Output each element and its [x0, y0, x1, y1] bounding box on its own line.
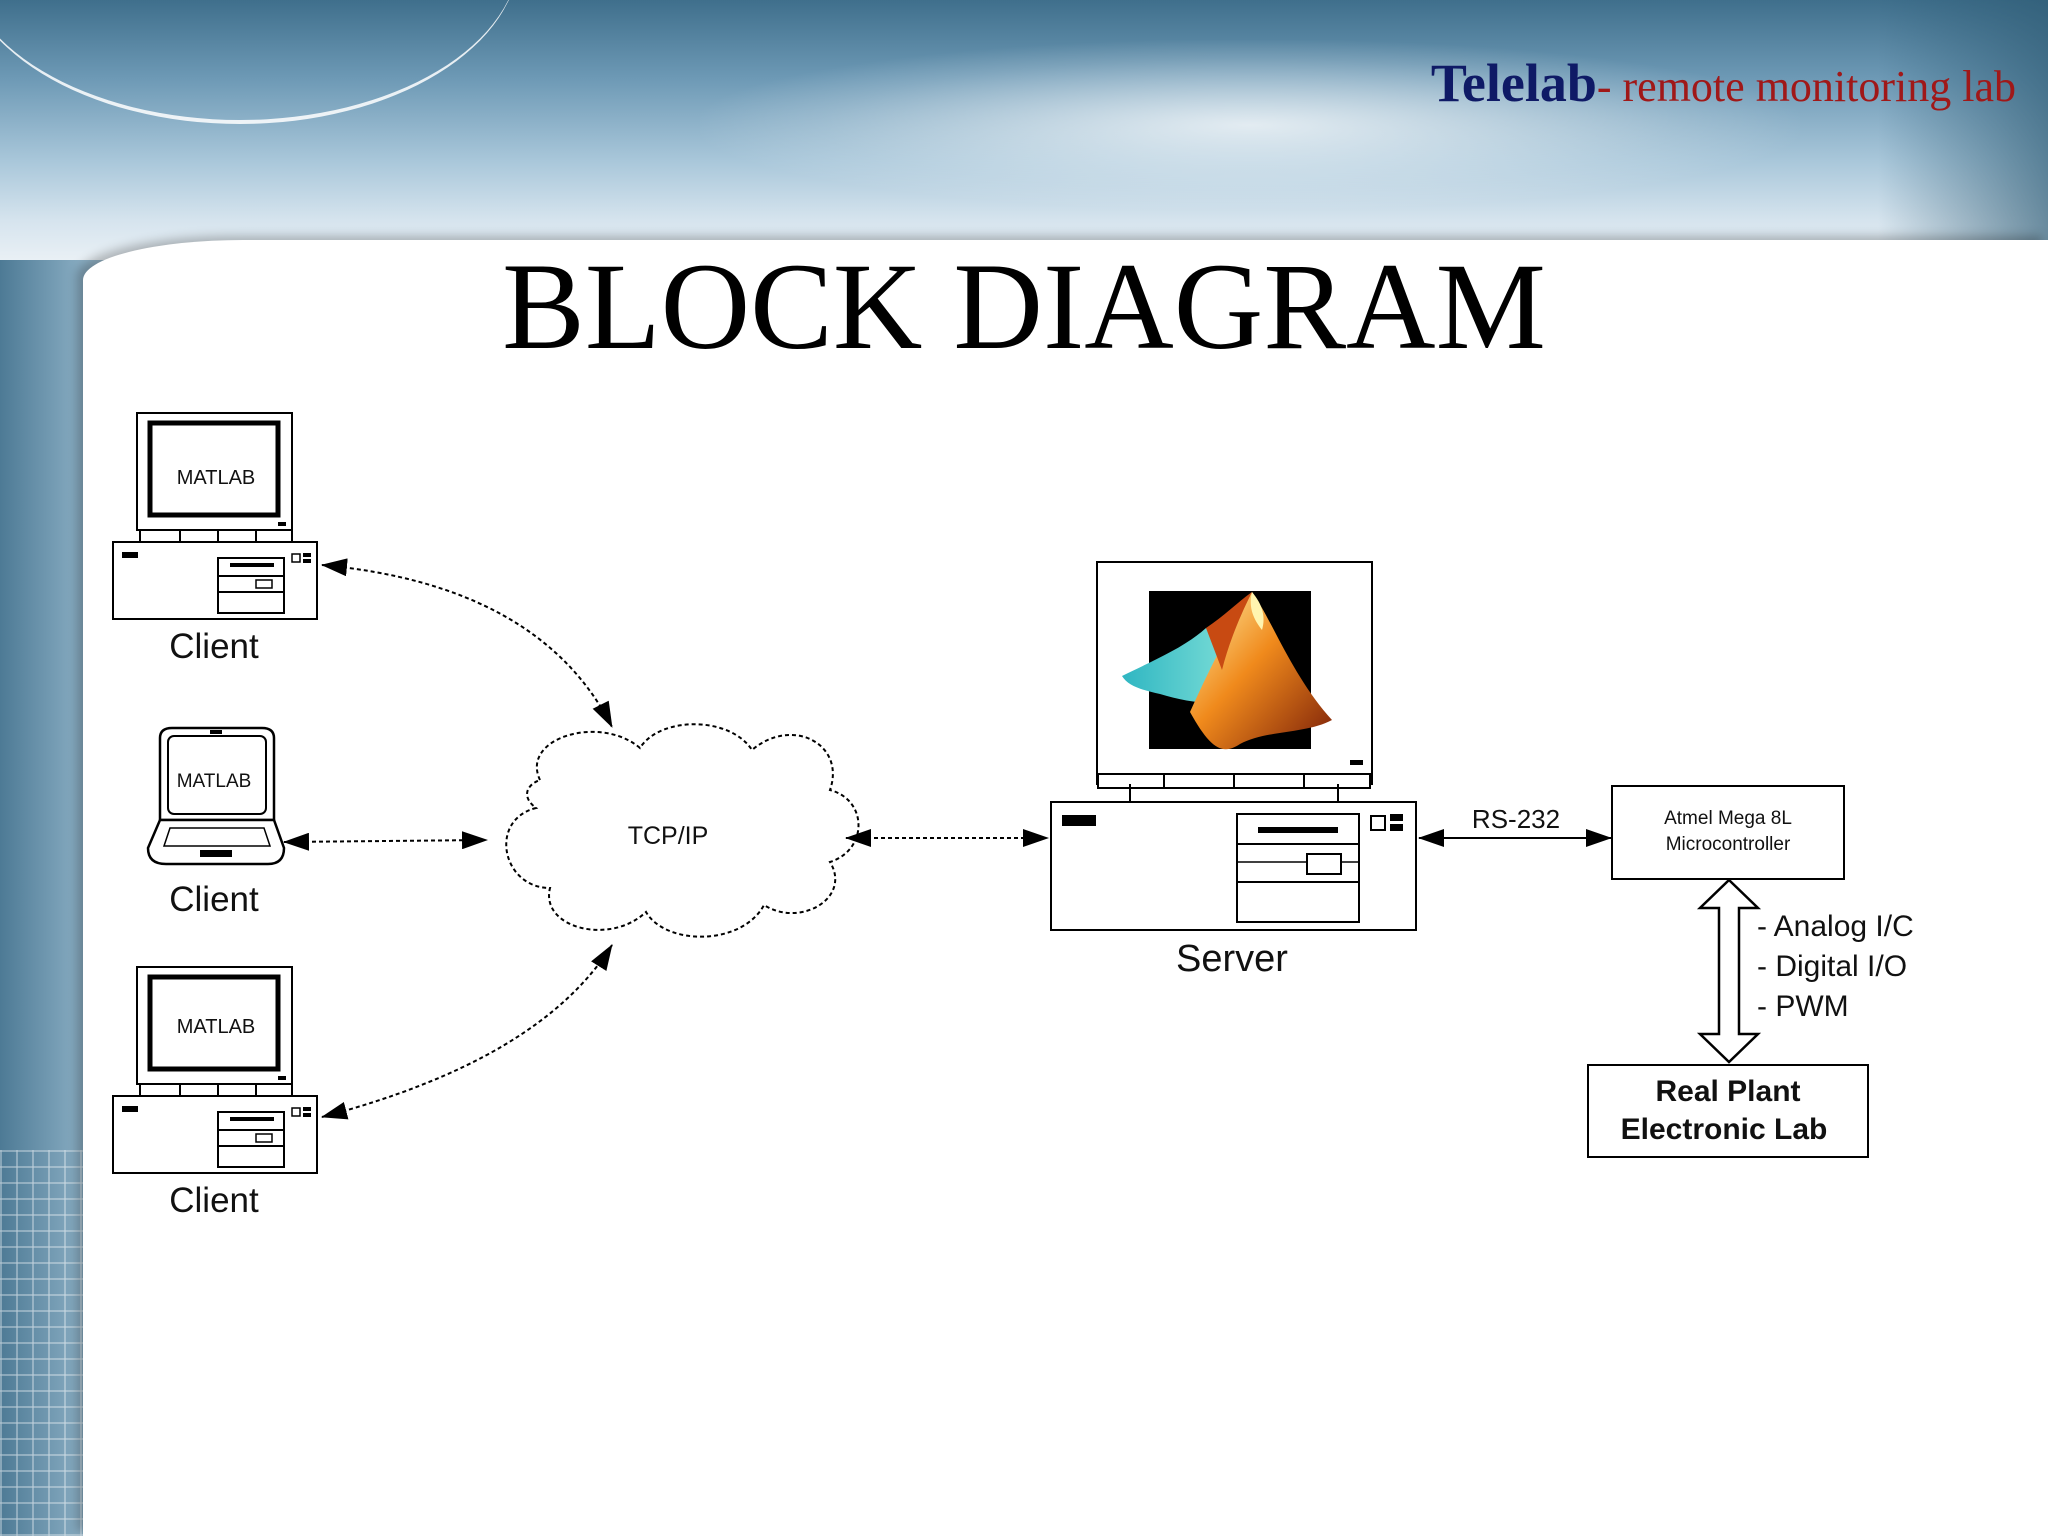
network-label: TCP/IP: [628, 822, 709, 850]
header-title: Telelab- remote monitoring lab: [1431, 52, 2016, 114]
microcontroller-line1: Atmel Mega 8L: [1664, 808, 1792, 829]
plant-box: Real Plant Electronic Lab: [1587, 1064, 1869, 1158]
client-2-laptop: MATLAB: [146, 726, 286, 866]
page-title: BLOCK DIAGRAM: [502, 238, 1546, 375]
io-signal-list: - Analog I/C - Digital I/O - PWM: [1757, 910, 1914, 1023]
client-3-monitor: MATLAB: [136, 966, 293, 1097]
client-desktop-1: MATLAB Client: [112, 412, 318, 666]
server-monitor: [1096, 561, 1373, 802]
brand-tagline: - remote monitoring lab: [1596, 62, 2016, 111]
microcontroller-line2: Microcontroller: [1666, 834, 1791, 855]
client-1-case: [112, 541, 318, 620]
server-label: Server: [1176, 938, 1288, 980]
client-3-case: [112, 1095, 318, 1174]
io-double-arrow: [1696, 878, 1762, 1064]
server: Server: [1050, 561, 1417, 980]
io-signal-analog: - Analog I/C: [1757, 910, 1914, 943]
banner-glow: [700, 40, 1800, 210]
client-1-monitor: MATLAB: [136, 412, 293, 543]
client-3-label: Client: [169, 1181, 259, 1220]
serial-link-label: RS-232: [1472, 804, 1560, 834]
plant-line2: Electronic Lab: [1621, 1113, 1828, 1146]
io-signal-digital: - Digital I/O: [1757, 950, 1907, 983]
client-1-label: Client: [169, 627, 259, 666]
io-signal-pwm: - PWM: [1757, 990, 1849, 1023]
microcontroller-box: Atmel Mega 8L Microcontroller: [1611, 785, 1845, 880]
header-banner: [0, 0, 2048, 260]
matlab-logo-icon: [1122, 592, 1332, 750]
client-1-screen-text: MATLAB: [177, 467, 256, 489]
link-client-1-to-cloud: [321, 558, 613, 728]
brand-name: Telelab: [1430, 53, 1597, 113]
banner-swoosh: [0, 0, 520, 124]
tcpip-cloud: TCP/IP: [505, 723, 860, 938]
client-desktop-3: MATLAB Client: [112, 966, 318, 1220]
client-laptop-2: MATLAB Client: [146, 726, 286, 919]
plant-line1: Real Plant: [1655, 1075, 1800, 1108]
server-case: [1050, 801, 1417, 931]
link-client-2-to-cloud: [283, 831, 488, 851]
client-2-label: Client: [169, 880, 259, 919]
client-2-screen-text: MATLAB: [177, 771, 252, 792]
link-client-3-to-cloud: [321, 944, 613, 1120]
banner-right-shade: [1878, 0, 2048, 260]
client-3-screen-text: MATLAB: [177, 1016, 256, 1038]
